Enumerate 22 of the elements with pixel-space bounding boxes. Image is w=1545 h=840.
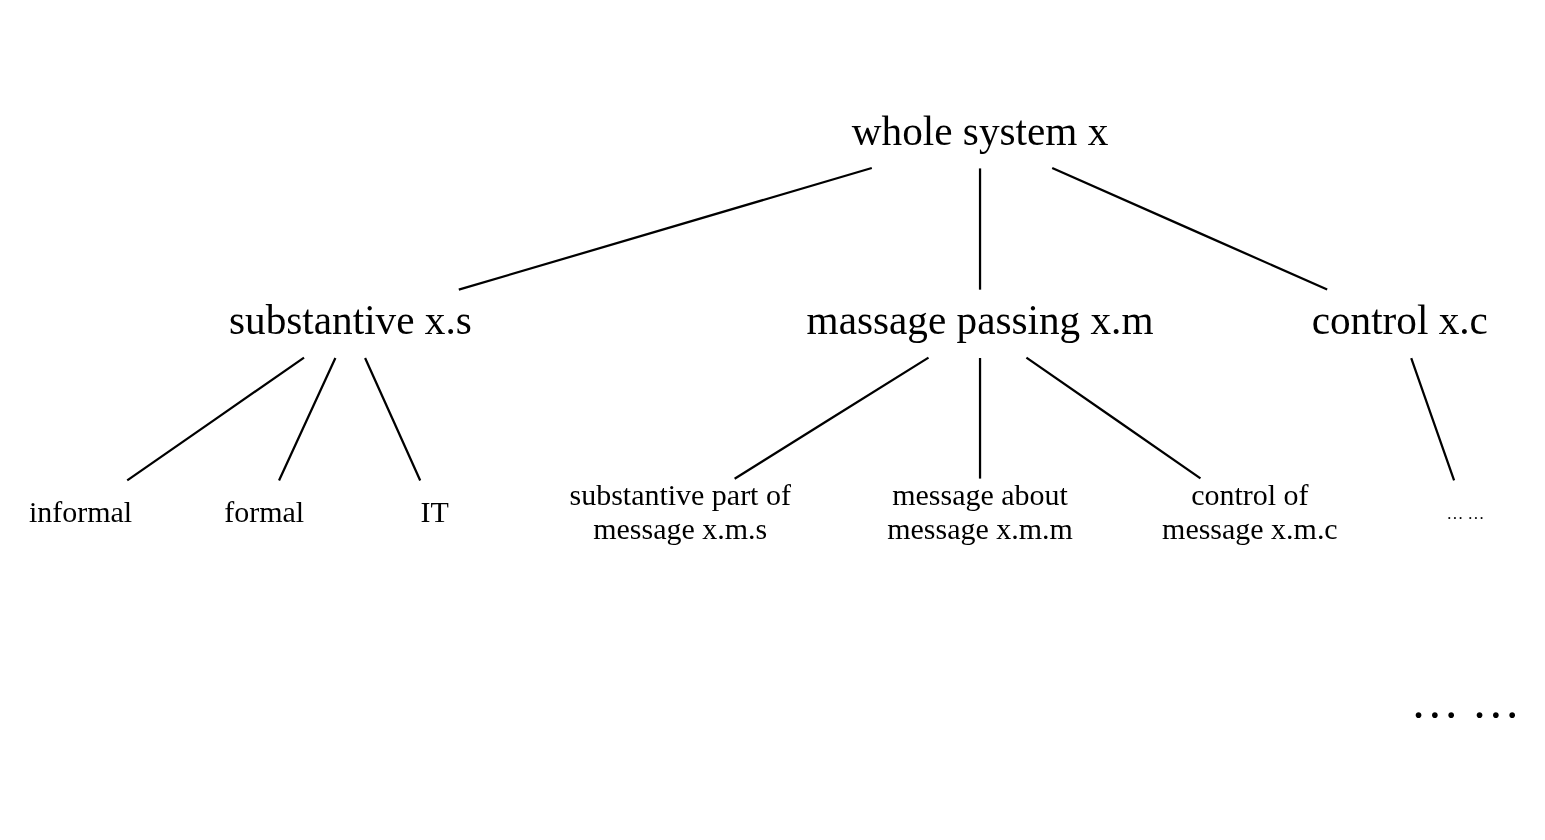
node-text: whole system x bbox=[851, 107, 1109, 154]
node-text: massage passing x.m bbox=[806, 296, 1154, 343]
connector bbox=[1051, 166, 1328, 291]
connector bbox=[458, 166, 873, 291]
connector bbox=[1025, 356, 1202, 480]
node-text: IT bbox=[420, 494, 449, 528]
connector bbox=[978, 168, 982, 290]
node-text: informal bbox=[28, 494, 133, 528]
node-text: control of message x.m.c bbox=[1162, 477, 1338, 545]
connector bbox=[126, 356, 305, 482]
node-text: control x.c bbox=[1311, 296, 1488, 343]
connector bbox=[1410, 357, 1456, 481]
connector bbox=[978, 358, 982, 479]
connector bbox=[364, 357, 422, 481]
label: … … bbox=[1410, 674, 1521, 729]
node-text: formal bbox=[224, 494, 305, 528]
node-text: substantive part of message x.m.s bbox=[569, 477, 791, 545]
connector bbox=[734, 356, 930, 480]
connector bbox=[278, 357, 337, 481]
node-text: substantive x.s bbox=[229, 296, 472, 343]
node-text: message about message x.m.m bbox=[887, 477, 1073, 545]
node-text: … … bbox=[1446, 503, 1485, 523]
